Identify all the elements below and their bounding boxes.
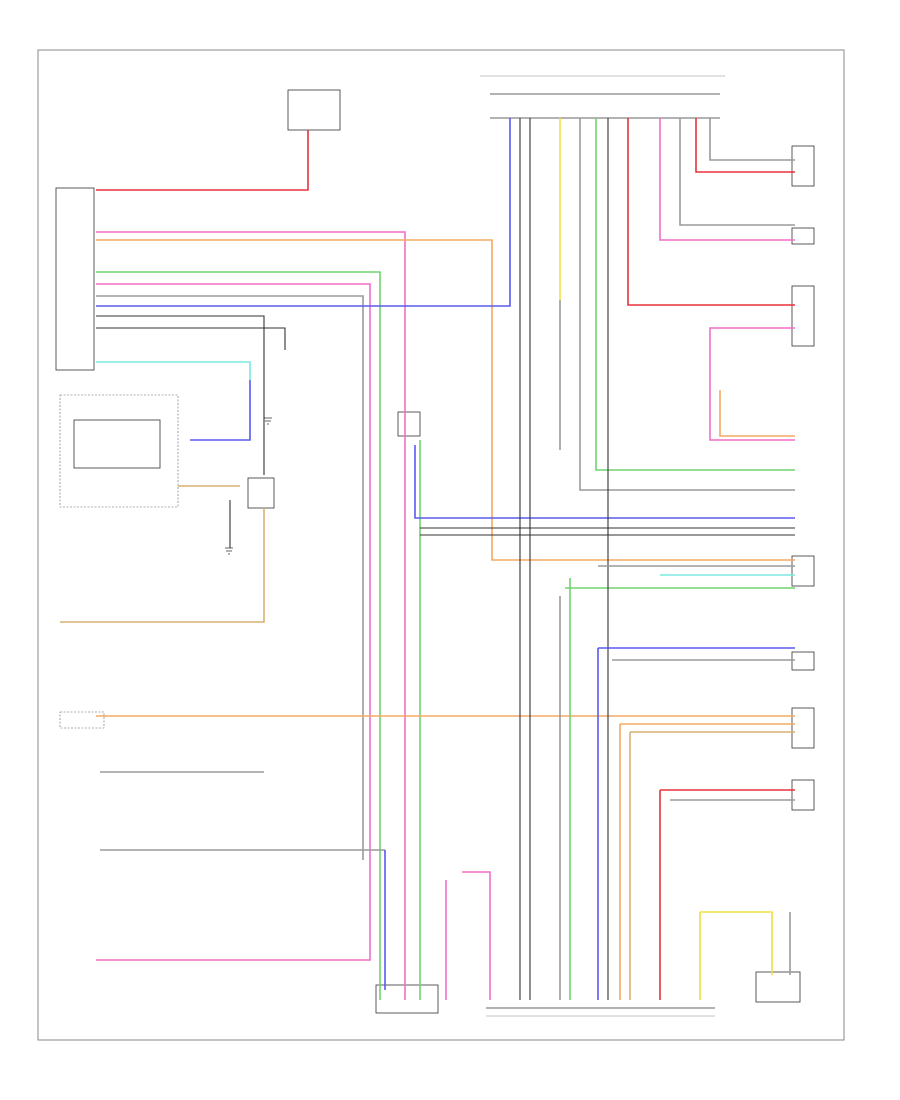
left-lower-components: [59, 711, 105, 729]
wire-gray-29: [579, 118, 795, 491]
wire-red-38: [695, 118, 795, 173]
wire-cyan-10: [96, 361, 251, 380]
wire-gray-39: [709, 118, 795, 161]
wire-gray-37: [679, 118, 795, 226]
wire-black-8: [96, 315, 265, 475]
top-right-bank: [480, 75, 725, 119]
wire-pink-40: [709, 327, 795, 441]
wire-pink-2: [96, 231, 406, 1000]
bottom-connectors: [375, 971, 801, 1017]
switch-box: [59, 394, 179, 508]
center-module: [397, 411, 421, 437]
wire-green-4: [96, 271, 381, 1000]
wire-blue-16: [414, 445, 795, 519]
wire-tan-48: [629, 731, 795, 1000]
wire-pink-36: [659, 118, 795, 241]
left-ecu: [55, 187, 95, 371]
wire-blue-7: [96, 118, 511, 307]
wire-red-1: [96, 130, 309, 191]
wire-tan-13: [60, 508, 265, 623]
wire-blue-11: [190, 380, 251, 441]
wire-red-49: [659, 789, 795, 1000]
wire-red-35: [627, 118, 795, 306]
wire-pink-5: [96, 283, 371, 961]
center-relay: [247, 477, 275, 509]
ground-symbols: [225, 417, 272, 555]
wire-gray-6: [96, 295, 364, 860]
wire-pink-24: [462, 871, 491, 1000]
wires: [60, 118, 795, 1000]
wire-orange-47: [619, 723, 795, 1000]
diagram-border: [37, 49, 845, 1041]
wire-yellow-51: [700, 911, 773, 975]
wire-orange-41: [719, 390, 795, 437]
top-junction-connector: [287, 89, 341, 131]
wire-orange-3: [96, 239, 795, 561]
wire-black-9: [96, 327, 286, 350]
wire-green-30: [595, 118, 795, 471]
right-components: [791, 145, 815, 811]
